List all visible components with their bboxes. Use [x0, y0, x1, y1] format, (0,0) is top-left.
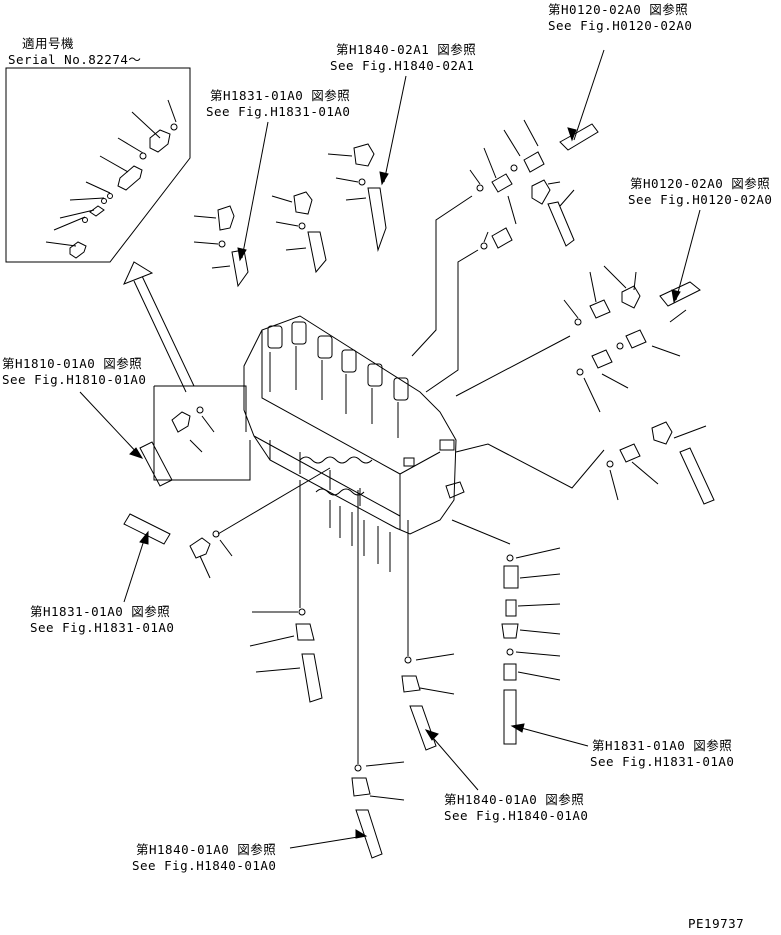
- callout-h1831-top-en: See Fig.H1831-01A0: [206, 104, 351, 119]
- callout-h1831-right-en: See Fig.H1831-01A0: [590, 754, 735, 769]
- callout-h1810-en: See Fig.H1810-01A0: [2, 372, 147, 387]
- callout-h1840-bottom-jp: 第H1840-01A0 図参照: [136, 842, 277, 857]
- callout-h1831-left-en: See Fig.H1831-01A0: [30, 620, 175, 635]
- callout-h0120-a-jp: 第H0120-02A0 図参照: [548, 2, 689, 17]
- control-valve-body: [243, 315, 465, 535]
- inset-parts: [45, 99, 178, 259]
- drawing-number: PE19737: [688, 916, 745, 931]
- callout-h1840-mid-en: See Fig.H1840-01A0: [444, 808, 589, 823]
- inset-title: 適用号機: [22, 36, 75, 51]
- callout-h1831-top-jp: 第H1831-01A0 図参照: [210, 88, 351, 103]
- callout-h1810-jp: 第H1810-01A0 図参照: [2, 356, 143, 371]
- callout-h1840-mid-jp: 第H1840-01A0 図参照: [444, 792, 585, 807]
- right-side-fittings: [455, 265, 715, 505]
- top-left-fittings: [193, 143, 387, 288]
- inset-pointer-arrow: [123, 261, 195, 393]
- callout-h0120-b-en: See Fig.H0120-02A0: [628, 192, 773, 207]
- left-side-fittings: [123, 385, 331, 579]
- top-right-fittings: [411, 119, 599, 393]
- callout-h1840-bottom-en: See Fig.H1840-01A0: [132, 858, 277, 873]
- callout-h0120-a-en: See Fig.H0120-02A0: [548, 18, 693, 33]
- inset-serial: Serial No.82274～: [8, 52, 142, 67]
- callout-h1840-02a1-en: See Fig.H1840-02A1: [330, 58, 475, 73]
- callout-h1831-right-jp: 第H1831-01A0 図参照: [592, 738, 733, 753]
- callout-h1831-left-jp: 第H1831-01A0 図参照: [30, 604, 171, 619]
- spool-sections: [267, 321, 409, 438]
- callout-h0120-b-jp: 第H0120-02A0 図参照: [630, 176, 771, 191]
- bottom-fittings: [249, 480, 561, 859]
- serial-inset: [5, 67, 191, 263]
- callout-leaders: [79, 49, 701, 849]
- callout-h1840-02a1-jp: 第H1840-02A1 図参照: [336, 42, 477, 57]
